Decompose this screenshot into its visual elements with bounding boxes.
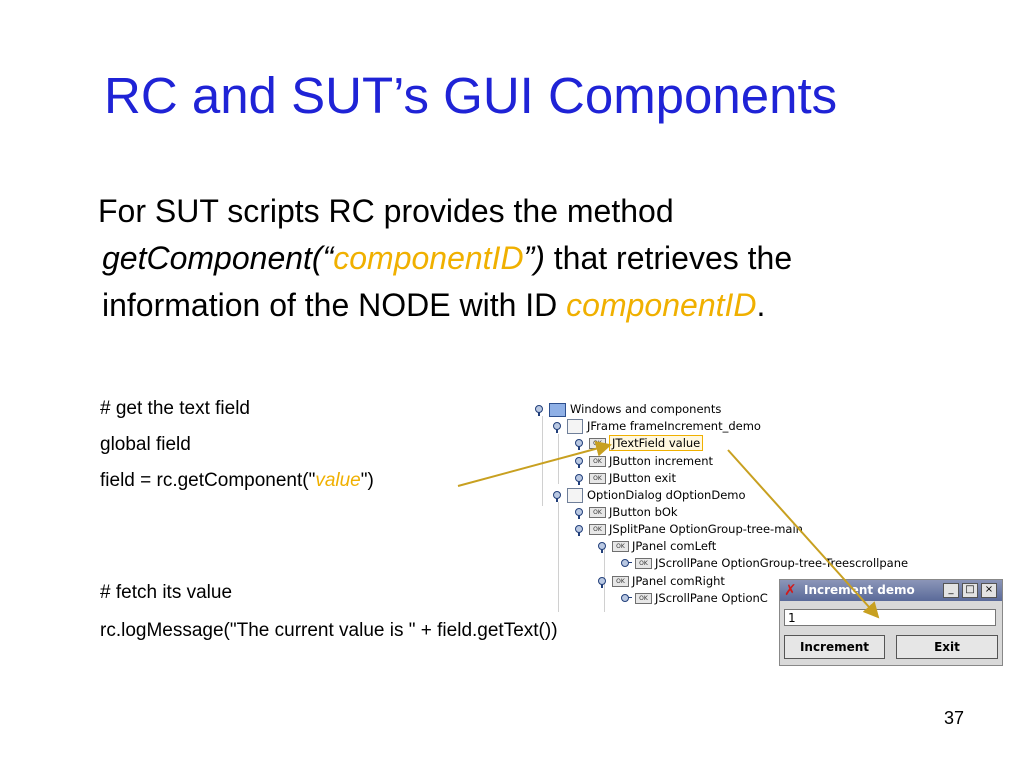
code-global: global field bbox=[100, 434, 191, 455]
app-x-icon: ✗ bbox=[784, 581, 797, 599]
paragraph-line-3: information of the NODE with ID componen… bbox=[98, 282, 998, 329]
component-id-text: componentID bbox=[333, 240, 524, 276]
value-text-field[interactable]: 1 bbox=[784, 609, 996, 626]
paragraph-text: that retrieves the bbox=[544, 240, 793, 276]
method-close: ”) bbox=[523, 240, 545, 276]
code-getcomponent: field = rc.getComponent("value") bbox=[100, 470, 374, 492]
paragraph-period: . bbox=[756, 287, 766, 323]
expand-handle-icon[interactable] bbox=[552, 490, 562, 502]
expand-handle-icon[interactable] bbox=[574, 507, 584, 519]
method-name: getComponent(“ bbox=[102, 240, 334, 276]
code-logmessage: rc.logMessage("The current value is " + … bbox=[100, 620, 558, 641]
code-comment-get: # get the text field bbox=[100, 398, 250, 419]
component-id-text: componentID bbox=[566, 287, 757, 323]
expand-handle-icon[interactable] bbox=[574, 524, 584, 536]
collapsed-handle-icon[interactable] bbox=[620, 558, 632, 569]
expand-handle-icon[interactable] bbox=[552, 421, 562, 433]
component-tree: Windows and components JFrame frameIncre… bbox=[532, 400, 908, 612]
windows-icon bbox=[549, 402, 566, 417]
increment-button[interactable]: Increment bbox=[784, 635, 885, 659]
ok-icon: OK bbox=[589, 438, 606, 449]
code-value-id: value bbox=[315, 470, 361, 491]
tree-node-windows[interactable]: Windows and components bbox=[534, 401, 721, 418]
selected-node-label: JTextField value bbox=[609, 435, 704, 451]
maximize-button[interactable]: □ bbox=[962, 583, 978, 598]
paragraph-line-1: For SUT scripts RC provides the method bbox=[98, 193, 674, 229]
minimize-button[interactable]: _ bbox=[943, 583, 959, 598]
expand-handle-icon[interactable] bbox=[574, 438, 584, 450]
expand-handle-icon[interactable] bbox=[597, 541, 607, 553]
expand-handle-icon[interactable] bbox=[534, 404, 544, 416]
window-titlebar[interactable]: ✗ Increment demo _ □ × bbox=[780, 580, 1002, 601]
frame-icon bbox=[567, 419, 583, 434]
page-number: 37 bbox=[943, 708, 964, 728]
ok-icon: OK bbox=[612, 541, 629, 552]
code-comment-fetch: # fetch its value bbox=[100, 582, 233, 603]
description-paragraph: For SUT scripts RC provides the method g… bbox=[98, 188, 998, 329]
ok-icon: OK bbox=[589, 473, 606, 484]
ok-icon: OK bbox=[612, 576, 629, 587]
slide-title: RC and SUT’s GUI Components bbox=[104, 67, 838, 124]
expand-handle-icon[interactable] bbox=[574, 473, 584, 485]
tree-node-optiondialog[interactable]: OptionDialog dOptionDemo bbox=[552, 487, 746, 504]
code-text: field = rc.getComponent(" bbox=[100, 470, 316, 491]
ok-icon: OK bbox=[589, 456, 606, 467]
code-text: ") bbox=[360, 470, 374, 491]
frame-icon bbox=[567, 488, 583, 503]
increment-demo-window: ✗ Increment demo _ □ × 1 Increment Exit bbox=[779, 579, 1003, 666]
expand-handle-icon[interactable] bbox=[597, 576, 607, 588]
expand-handle-icon[interactable] bbox=[574, 456, 584, 468]
paragraph-text: information of the NODE with ID bbox=[102, 287, 567, 323]
ok-icon: OK bbox=[589, 524, 606, 535]
window-title: Increment demo bbox=[804, 583, 915, 597]
ok-icon: OK bbox=[589, 507, 606, 518]
paragraph-line-2: getComponent(“componentID”) that retriev… bbox=[98, 235, 998, 282]
ok-icon: OK bbox=[635, 593, 652, 604]
close-button[interactable]: × bbox=[981, 583, 997, 598]
tree-node-jframe[interactable]: JFrame frameIncrement_demo bbox=[552, 418, 761, 435]
collapsed-handle-icon[interactable] bbox=[620, 593, 632, 604]
ok-icon: OK bbox=[635, 558, 652, 569]
exit-button[interactable]: Exit bbox=[896, 635, 998, 659]
